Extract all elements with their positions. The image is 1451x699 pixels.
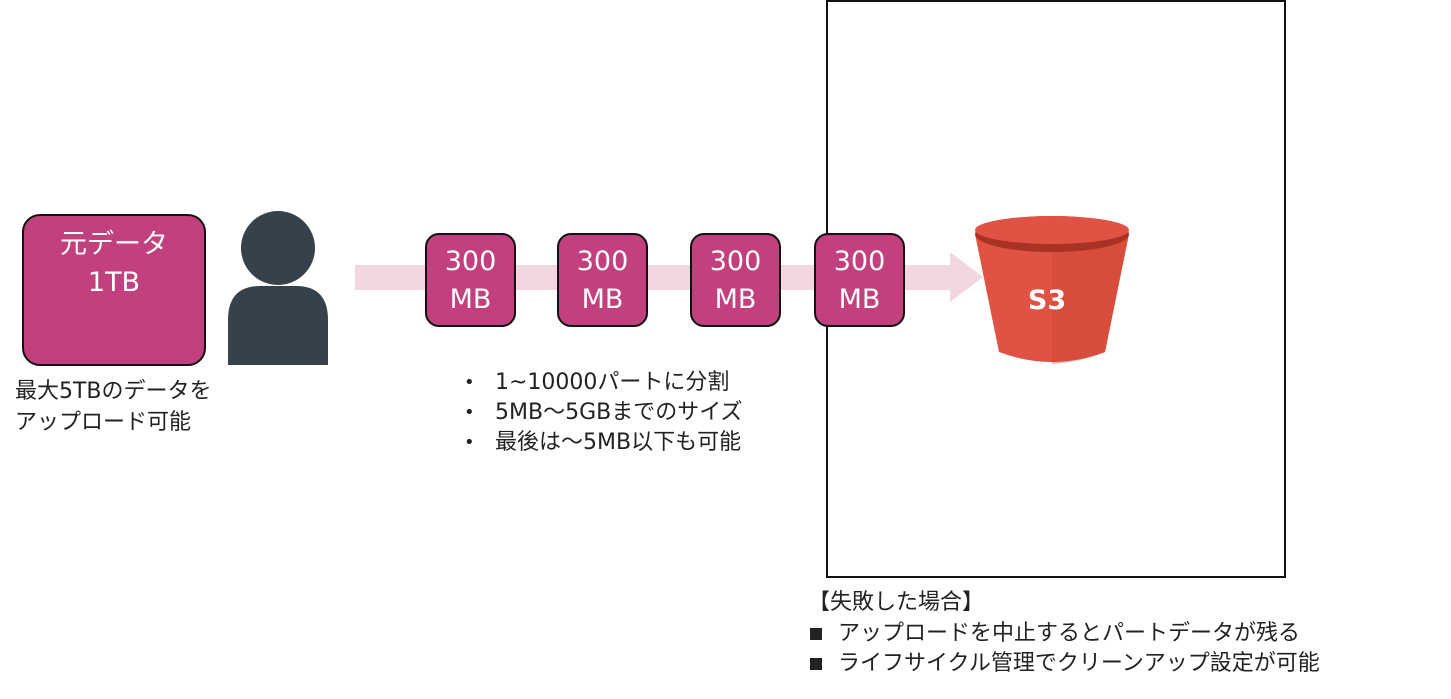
- source-size: 1TB: [87, 267, 141, 298]
- part-box: 300 MB: [557, 233, 648, 327]
- failure-item: アップロードを中止するとパートデータが残る: [808, 619, 1320, 649]
- part-notes-list: 1~10000パートに分割 5MB〜5GBまでのサイズ 最後は〜5MB以下も可能: [462, 368, 743, 458]
- source-label: 元データ: [60, 229, 168, 260]
- part-size: 300: [709, 246, 762, 277]
- s3-bucket-icon: S3: [975, 216, 1129, 364]
- caption-line: アップロード可能: [15, 410, 192, 435]
- source-data-box: 元データ 1TB: [22, 214, 206, 366]
- failure-title: 【失敗した場合】: [808, 590, 985, 615]
- bucket-label: S3: [1028, 285, 1066, 316]
- source-caption: 最大5TBのデータを アップロード可能: [15, 376, 212, 438]
- part-unit: MB: [838, 284, 881, 315]
- part-size: 300: [444, 246, 497, 277]
- failure-item: ライフサイクル管理でクリーンアップ設定が可能: [808, 649, 1320, 679]
- part-unit: MB: [714, 284, 757, 315]
- part-box: 300 MB: [814, 233, 905, 327]
- part-unit: MB: [449, 284, 492, 315]
- caption-line: 最大5TBのデータを: [15, 379, 212, 404]
- part-size: 300: [576, 246, 629, 277]
- part-unit: MB: [581, 284, 624, 315]
- part-size: 300: [833, 246, 886, 277]
- part-box: 300 MB: [690, 233, 781, 327]
- note-item: 1~10000パートに分割: [462, 368, 743, 398]
- failure-list: アップロードを中止するとパートデータが残る ライフサイクル管理でクリーンアップ設…: [808, 619, 1320, 679]
- person-icon: [228, 211, 328, 365]
- note-item: 5MB〜5GBまでのサイズ: [462, 398, 743, 428]
- part-box: 300 MB: [425, 233, 516, 327]
- note-item: 最後は〜5MB以下も可能: [462, 428, 743, 458]
